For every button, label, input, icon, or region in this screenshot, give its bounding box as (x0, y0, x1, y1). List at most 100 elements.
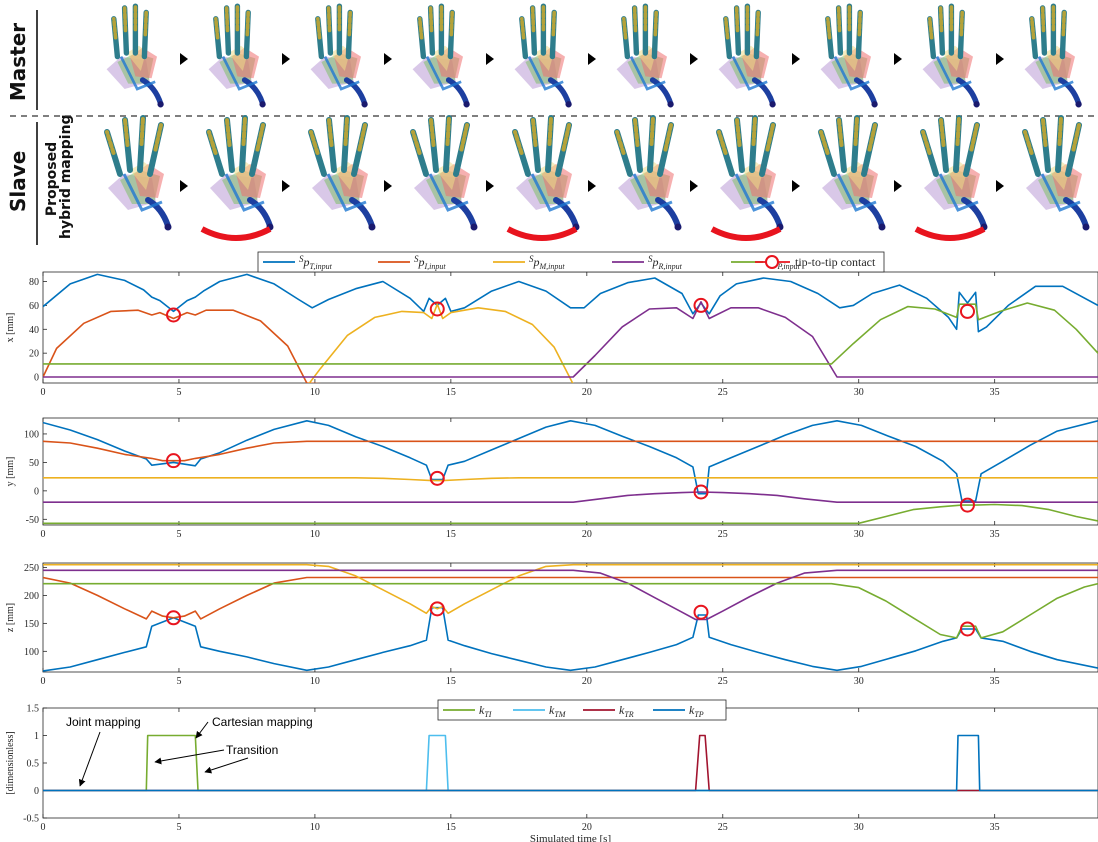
contact-marker (693, 604, 709, 620)
series-line-ˢp_T,input (43, 606, 1098, 672)
y-tick-label: 50 (29, 458, 39, 469)
finger-tip-segment (723, 16, 730, 40)
palm-plate-yellow (432, 45, 453, 71)
sequence-arrow-master (486, 53, 494, 65)
x-tick-label: 20 (582, 387, 592, 398)
x-tick-label: 5 (176, 822, 181, 833)
contact-marker (166, 307, 182, 323)
y-tick-label: 1 (34, 731, 39, 742)
thumb-tip (164, 223, 172, 231)
slave-hand-7 (716, 115, 784, 231)
y-tick-label: 60 (29, 301, 39, 312)
palm-link (119, 55, 156, 91)
palm-link (1040, 173, 1081, 212)
palm-link (323, 55, 360, 91)
palm-link (425, 55, 462, 91)
y-tick-label: 150 (24, 619, 39, 630)
finger-tip-segment (621, 16, 628, 40)
axes-frame (42, 417, 1098, 526)
x-tick-label: 35 (990, 676, 1000, 687)
thumb (961, 197, 987, 229)
finger-tip-segment (825, 16, 832, 40)
legend-base: k (619, 703, 625, 717)
palm-link (326, 173, 367, 212)
thumb (751, 77, 776, 107)
thumb (445, 77, 470, 107)
contact-marker (959, 303, 975, 319)
master-hand-6 (616, 3, 674, 108)
legend-sup: S (648, 254, 653, 264)
palm-plate-yellow (1048, 162, 1070, 190)
axes-frame (42, 707, 1098, 819)
legends-layer: SpT,inputSpI,inputSpM,inputSpR,inputSpP,… (257, 251, 885, 721)
finger-tip-segment (649, 116, 655, 146)
y-axis-label: y [mm] (5, 457, 16, 487)
y-tick-label: 0 (34, 373, 39, 384)
legend-base: k (549, 703, 555, 717)
legend-entry-label: SpI,input (414, 254, 446, 271)
finger-tip-segment (111, 16, 118, 40)
finger-tip-segment (751, 116, 757, 146)
thumb-tip (871, 101, 878, 108)
y-tick-label: 40 (29, 325, 39, 336)
palm-link (1037, 55, 1074, 91)
series-line-ˢp_I,input (43, 440, 1098, 462)
thumb (145, 197, 171, 229)
palm-plate-yellow (130, 162, 152, 190)
legend-sub: TP (694, 710, 703, 719)
axes-frame (42, 271, 1098, 384)
legend-contact-swatch-circle (765, 255, 779, 269)
finger-tip-segment (837, 118, 844, 147)
finger-tip-segment (315, 16, 322, 40)
sequence-arrow-master (588, 53, 596, 65)
finger-tip-segment (139, 116, 145, 146)
arrow-transition-left (154, 749, 225, 765)
annotation-joint-mapping: Joint mapping (66, 715, 141, 729)
legend-sub: M,input (539, 262, 566, 271)
finger-tip-segment (755, 10, 761, 37)
thumb (241, 77, 266, 107)
finger-tip-segment (765, 123, 775, 152)
palm-plate-yellow (738, 45, 759, 71)
palm-link (224, 173, 265, 212)
y-tick-label: 0.5 (27, 759, 40, 770)
palm-link (428, 173, 469, 212)
legend-base: p (418, 255, 425, 269)
slave-hand-8 (818, 115, 886, 231)
thumb-tip (470, 223, 478, 231)
legend-xyz-box (257, 251, 885, 273)
x-tick-label: 0 (41, 676, 46, 687)
annotation-transition: Transition (226, 743, 278, 757)
finger-tip-segment (921, 130, 932, 155)
sequence-arrow-slave (180, 180, 188, 192)
slave-hand-5 (512, 115, 580, 231)
x-tick-label: 15 (446, 822, 456, 833)
sequence-arrow-slave (282, 180, 290, 192)
finger-tip-segment (459, 123, 469, 152)
master-hand-7 (718, 3, 776, 108)
y-tick-label: 20 (29, 349, 39, 360)
legend-sub: TI (484, 710, 491, 719)
finger-tip-segment (143, 10, 149, 37)
finger-tip-segment (417, 16, 424, 40)
finger-tip-segment (327, 118, 334, 147)
finger-tip-segment (955, 116, 961, 146)
hands-layer (10, 3, 1095, 245)
series-line-k_TP (43, 734, 1098, 792)
legend-entry-label: kTR (619, 703, 634, 719)
master-hand-9 (922, 3, 980, 108)
finger-tip-segment (853, 116, 859, 146)
x-tick-label: 35 (990, 387, 1000, 398)
legend-entry-label: SpR,input (648, 254, 683, 271)
arrow-transition-right (204, 757, 249, 774)
contact-arc-marker (200, 226, 272, 241)
finger-tip-segment (123, 118, 130, 147)
legend-entry-label: kTM (549, 703, 567, 719)
legend-xyz: SpT,inputSpI,inputSpM,inputSpR,inputSpP,… (257, 251, 885, 273)
